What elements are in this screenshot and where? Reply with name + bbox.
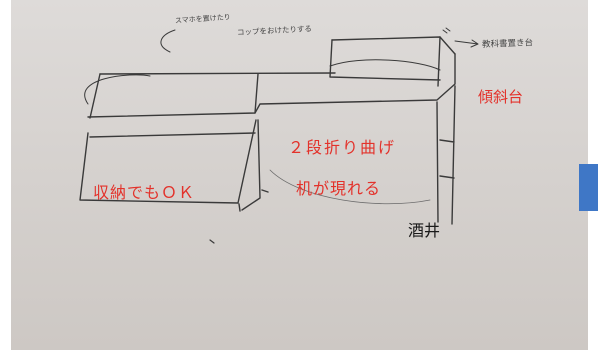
textbook-note: 教科書置き台 [481, 38, 534, 50]
sketch-top-back-line [99, 36, 456, 75]
sketch-textbook-arrow [454, 39, 479, 48]
storage-label: 収納でもＯＫ [93, 183, 196, 202]
side-blue-tab [579, 164, 598, 211]
sketch-shading [269, 169, 431, 205]
sketch-swoosh [84, 59, 441, 105]
sketch-tilt-stand [329, 36, 441, 87]
sketch-storage-box [79, 119, 257, 212]
paper-sheet [11, 0, 588, 350]
fold-desk-label-line2: 机が現れる [296, 179, 382, 198]
sketch-shelf [89, 73, 259, 138]
left-margin [0, 0, 11, 350]
tilt-stand-label: 傾斜台 [478, 88, 524, 106]
author-label: 酒井 [408, 221, 441, 240]
sketch-hatch [442, 27, 451, 34]
sketch-dot [209, 239, 215, 244]
sketch-front-edge [87, 53, 456, 118]
sketch-right-leg [436, 85, 456, 225]
fold-desk-label-line1: ２段折り曲げ [288, 138, 397, 157]
sketch-note-arrow [160, 29, 176, 53]
sketch-fold-panel [241, 119, 269, 211]
